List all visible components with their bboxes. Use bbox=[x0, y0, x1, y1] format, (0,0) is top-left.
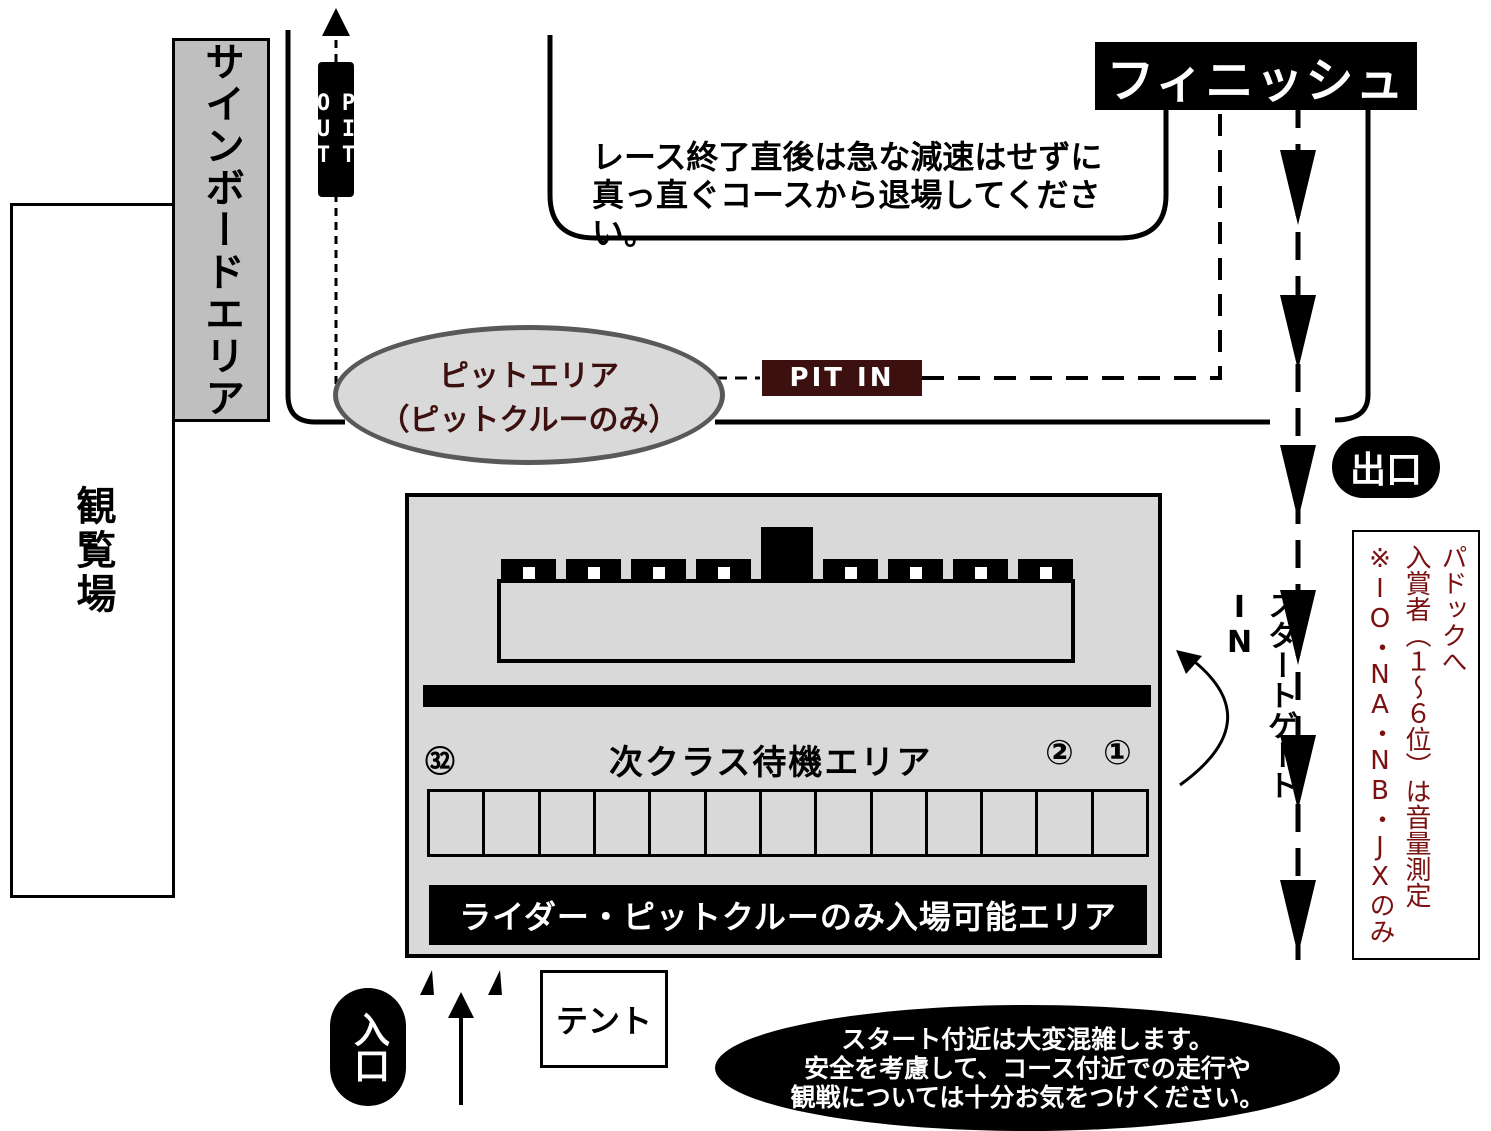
start-gate-bay bbox=[953, 559, 1008, 579]
tent: テント bbox=[540, 970, 668, 1068]
exit-label: 出口 bbox=[1349, 450, 1422, 491]
pit-in-path-right bbox=[922, 100, 1222, 380]
start-gate-bay-window bbox=[588, 567, 600, 579]
pit-area: ピットエリア （ピットクルーのみ） bbox=[333, 325, 725, 465]
waiting-slot bbox=[980, 789, 1039, 857]
waiting-slot bbox=[758, 789, 818, 857]
pit-in-sign: PIT IN bbox=[762, 360, 922, 396]
exit-arrow-icons bbox=[1280, 150, 1316, 955]
finish-label: フィニッシュ bbox=[1106, 53, 1406, 109]
pit-area-line-2: （ピットクルーのみ） bbox=[379, 403, 679, 438]
rider-area-label: ライダー・ピットクルーのみ入場可能エリア bbox=[459, 898, 1117, 936]
track-right-wall bbox=[1334, 100, 1371, 423]
waiting-slot bbox=[1035, 789, 1094, 857]
start-gate-bay bbox=[888, 559, 943, 579]
start-gate-bay-window bbox=[1040, 567, 1052, 579]
waiting-slot bbox=[648, 789, 707, 857]
waiting-slot bbox=[1090, 789, 1150, 857]
start-gate-bay-window bbox=[653, 567, 665, 579]
waiting-slot bbox=[924, 789, 984, 857]
start-gate-bay-window bbox=[845, 567, 857, 579]
paddock-line-2: 入賞者（１～６位）は音量測定 bbox=[1401, 544, 1431, 908]
start-gate-label-box: スタートゲートIN bbox=[1222, 590, 1297, 850]
start-gate-bay bbox=[631, 559, 686, 579]
start-gate-bay bbox=[501, 559, 556, 579]
start-gate-label: スタートゲートIN bbox=[1222, 590, 1297, 800]
slot-2-label: ② bbox=[1045, 733, 1074, 773]
warning-line-1: スタート付近は大変混雑します。 bbox=[841, 1024, 1214, 1054]
waiting-slot bbox=[427, 789, 486, 857]
waiting-slot bbox=[537, 789, 596, 857]
rider-area-bar: ライダー・ピットクルーのみ入場可能エリア bbox=[429, 885, 1147, 945]
start-gate-bays-left bbox=[501, 559, 751, 579]
start-gate-bay-window bbox=[910, 567, 922, 579]
paddock-note: パドックへ 入賞者（１～６位）は音量測定 ※IO・NA・NB・JXのみ bbox=[1352, 530, 1480, 960]
paddock-line-1: パドックへ bbox=[1437, 544, 1467, 674]
waiting-slot bbox=[703, 789, 762, 857]
entrance-arrow-icon bbox=[448, 992, 474, 1018]
spectator-area: 観覧場 bbox=[10, 203, 175, 898]
finish-sign: フィニッシュ bbox=[1095, 42, 1417, 110]
waiting-slot bbox=[869, 789, 928, 857]
start-gate-bay-window bbox=[718, 567, 730, 579]
pit-out-sign: PIT OUT bbox=[311, 62, 361, 197]
notice-text: レース終了直後は急な減速はせずに 真っ直ぐコースから退場してください。 bbox=[592, 138, 1152, 252]
exit-sign: 出口 bbox=[1332, 436, 1440, 498]
spectator-area-label: 観覧場 bbox=[69, 484, 116, 617]
start-gate-arrow bbox=[1179, 656, 1229, 787]
slot-1-label: ① bbox=[1103, 733, 1132, 773]
pit-in-label: PIT IN bbox=[789, 363, 895, 393]
waiting-slot bbox=[482, 789, 541, 857]
warning-ellipse: スタート付近は大変混雑します。 安全を考慮して、コース付近での走行や 観戦につい… bbox=[715, 1005, 1340, 1131]
notice-track-loop bbox=[547, 35, 1169, 241]
entrance-marker-left-icon bbox=[420, 970, 434, 995]
entrance-sign: 入口 bbox=[330, 988, 406, 1106]
pit-area-line-1: ピットエリア bbox=[439, 359, 619, 394]
waiting-slots bbox=[427, 789, 1150, 859]
start-gate-bay bbox=[696, 559, 751, 579]
waiting-slot bbox=[814, 789, 873, 857]
warning-line-2: 安全を考慮して、コース付近での走行や bbox=[804, 1053, 1251, 1083]
entrance-marker-right-icon bbox=[488, 970, 502, 995]
start-gate-bay-window bbox=[975, 567, 987, 579]
start-line-bar bbox=[423, 685, 1151, 707]
track-left-wall bbox=[285, 30, 345, 425]
start-gate-bay bbox=[823, 559, 878, 579]
start-gate-bay-window bbox=[523, 567, 535, 579]
signboard-area: サインボードエリア bbox=[172, 38, 270, 422]
waiting-area-panel: ㉜ 次クラス待機エリア ② ① ライダー・ピットクルーのみ入場可能エリア bbox=[405, 493, 1162, 958]
notice-line-1: レース終了直後は急な減速はせずに bbox=[592, 138, 1103, 176]
signboard-area-label: サインボードエリア bbox=[198, 41, 244, 419]
start-gate-arrowhead-icon bbox=[1176, 650, 1202, 674]
warning-line-3: 観戦については十分お気をつけください。 bbox=[790, 1082, 1265, 1112]
waiting-slot bbox=[592, 789, 652, 857]
start-grid-box bbox=[497, 579, 1075, 663]
notice-line-2: 真っ直ぐコースから退場してください。 bbox=[592, 176, 1101, 252]
waiting-area-label: 次クラス待機エリア bbox=[609, 743, 933, 783]
slot-32-label: ㉜ bbox=[425, 745, 455, 780]
start-gate-center-block bbox=[761, 527, 813, 579]
start-gate-bay bbox=[566, 559, 621, 579]
pit-out-arrow-icon bbox=[322, 8, 350, 36]
start-gate-bay bbox=[1018, 559, 1073, 579]
tent-label: テント bbox=[555, 1002, 652, 1040]
paddock-line-3: ※IO・NA・NB・JXのみ bbox=[1365, 544, 1395, 944]
entrance-label: 入口 bbox=[348, 1011, 389, 1083]
start-gate-bays-right bbox=[823, 559, 1073, 579]
pit-out-label: PIT OUT bbox=[311, 90, 361, 169]
